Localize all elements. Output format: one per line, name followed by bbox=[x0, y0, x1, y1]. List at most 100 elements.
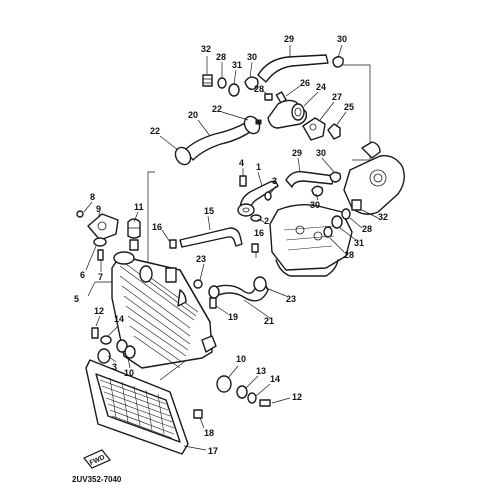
bolt-32-right bbox=[351, 199, 362, 211]
callout-29-top: 29 bbox=[284, 34, 294, 44]
callout-30-lower-right: 30 bbox=[316, 148, 326, 158]
collar-13 bbox=[236, 385, 248, 399]
callout-8: 8 bbox=[90, 192, 95, 202]
callout-17: 17 bbox=[208, 446, 218, 456]
callout-10-left: 10 bbox=[124, 368, 134, 378]
collar-10-left-b bbox=[124, 345, 136, 359]
clamp-22-left bbox=[174, 146, 192, 166]
callout-14-left: 14 bbox=[114, 314, 124, 324]
bolt-25 bbox=[327, 123, 341, 140]
callout-26: 26 bbox=[300, 78, 310, 88]
callout-23-right: 23 bbox=[286, 294, 296, 304]
hose-21-assembly bbox=[208, 276, 287, 319]
bracket-9 bbox=[87, 213, 119, 241]
clamp-23-left bbox=[208, 285, 220, 299]
callout-32-right: 32 bbox=[378, 212, 388, 222]
callout-9: 9 bbox=[96, 204, 101, 214]
washer-28-right-lower bbox=[323, 226, 333, 238]
callout-30-top: 30 bbox=[247, 52, 257, 62]
bolt-19 bbox=[209, 297, 217, 309]
dashed-reference-line bbox=[343, 64, 371, 161]
callout-22-left: 22 bbox=[150, 126, 160, 136]
hose-20-assembly bbox=[159, 111, 262, 166]
cap-11-neck bbox=[129, 239, 139, 251]
part-code: 2UV352-7040 bbox=[72, 475, 122, 484]
clamp-30-right bbox=[332, 56, 344, 68]
radiator-top-edge bbox=[119, 255, 211, 323]
callout-31-right: 31 bbox=[354, 238, 364, 248]
radiator-cap-assembly bbox=[76, 201, 141, 272]
clamp-30-lower-right bbox=[329, 171, 342, 183]
callout-5: 5 bbox=[74, 294, 79, 304]
radiator-outlet-stub bbox=[165, 267, 177, 283]
bolt-12-left bbox=[91, 327, 99, 339]
callout-labels: 32 28 30 31 29 30 28 26 24 2 7 25 22 20 2… bbox=[74, 34, 388, 456]
guard-inner-frame bbox=[95, 373, 181, 443]
callout-12-right: 12 bbox=[292, 392, 302, 402]
washer-28-right bbox=[341, 208, 351, 220]
callout-28-top: 28 bbox=[216, 52, 226, 62]
callout-3-lower: 3 bbox=[112, 362, 117, 372]
radiator-inlet bbox=[139, 265, 153, 283]
pipe-1-flange bbox=[237, 203, 255, 217]
screw-28-top bbox=[264, 93, 273, 101]
callout-22-top: 22 bbox=[212, 104, 222, 114]
hose-15-assembly bbox=[161, 215, 259, 258]
callout-7: 7 bbox=[98, 272, 103, 282]
collar-7 bbox=[97, 249, 104, 261]
callout-31-top: 31 bbox=[232, 60, 242, 70]
washer-14-left bbox=[100, 335, 112, 345]
callout-15: 15 bbox=[204, 206, 214, 216]
bolt-4 bbox=[239, 175, 247, 187]
callout-28-right-lower: 28 bbox=[344, 250, 354, 260]
cap-11-top bbox=[127, 218, 141, 239]
grommet-10-right bbox=[216, 375, 232, 393]
callout-25: 25 bbox=[344, 102, 354, 112]
callout-28-right: 28 bbox=[362, 224, 372, 234]
callout-13: 13 bbox=[256, 366, 266, 376]
radiator-5 bbox=[111, 251, 229, 369]
bolt-32-top bbox=[202, 56, 213, 87]
callout-32-top: 32 bbox=[201, 44, 211, 54]
collar-10-left-a bbox=[116, 339, 128, 353]
callout-2: 2 bbox=[264, 216, 269, 226]
hose-20 bbox=[184, 121, 254, 161]
callout-30-lower: 30 bbox=[310, 200, 320, 210]
washer-31-top bbox=[228, 83, 240, 97]
fwd-arrow-box bbox=[83, 449, 111, 469]
pipe-1-assembly bbox=[237, 168, 279, 223]
callout-6: 6 bbox=[80, 270, 85, 280]
thermostat-cap bbox=[361, 141, 381, 159]
callout-14-right: 14 bbox=[270, 374, 280, 384]
clamp-30-top bbox=[244, 76, 259, 91]
forward-indicator: FWD bbox=[83, 449, 111, 469]
callout-10-right: 10 bbox=[236, 354, 246, 364]
gasket-27 bbox=[302, 117, 326, 141]
engine-cylinder-area bbox=[269, 141, 405, 277]
hose-29-lower bbox=[285, 170, 335, 188]
callout-4: 4 bbox=[239, 158, 244, 168]
callout-3-top: 3 bbox=[272, 176, 277, 186]
callout-24: 24 bbox=[316, 82, 326, 92]
hose-29-top bbox=[257, 54, 329, 83]
callout-19: 19 bbox=[228, 312, 238, 322]
callout-21: 21 bbox=[264, 316, 274, 326]
callout-23-left: 23 bbox=[196, 254, 206, 264]
callout-12-left: 12 bbox=[94, 306, 104, 316]
clamp-30-lower bbox=[311, 185, 324, 197]
radiator-guard-17 bbox=[85, 359, 207, 455]
clip-16-right bbox=[251, 243, 259, 253]
callout-11: 11 bbox=[134, 202, 144, 212]
washer-31-right bbox=[331, 215, 343, 229]
bolt-18 bbox=[193, 409, 203, 419]
leader-5 bbox=[87, 281, 96, 297]
lower-left-mounts bbox=[91, 315, 136, 369]
callout-16-right: 16 bbox=[254, 228, 264, 238]
callout-28-mid: 28 bbox=[254, 84, 264, 94]
callout-30-right: 30 bbox=[337, 34, 347, 44]
clamp-23-right bbox=[253, 276, 267, 292]
callout-20: 20 bbox=[188, 110, 198, 120]
radiator-side-tank bbox=[177, 289, 187, 307]
fitting-24-flange bbox=[291, 103, 305, 121]
callout-29-lower: 29 bbox=[292, 148, 302, 158]
